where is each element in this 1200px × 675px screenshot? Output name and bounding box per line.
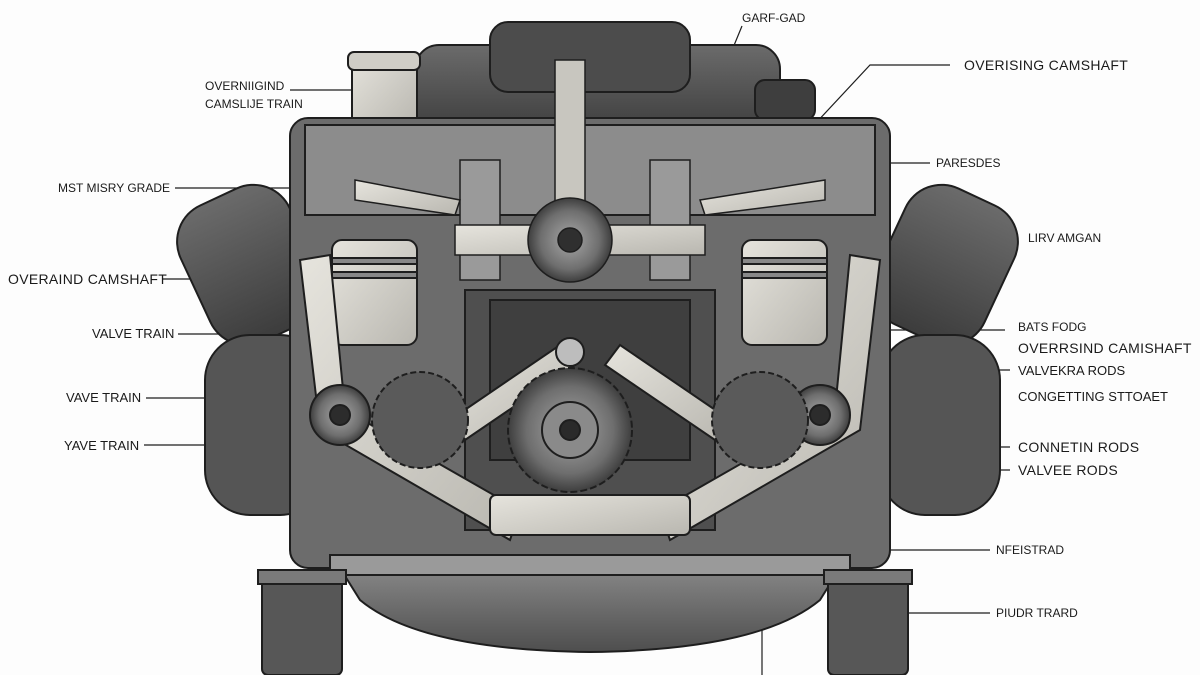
label-top-left-line1: OVERNIIGIND [205,79,285,93]
oil-cap [347,51,421,126]
label-valve-train: VALVE TRAIN [92,326,175,341]
label-bats-fodg: BATS FODG [1018,320,1087,334]
valve-train-top [354,59,826,283]
label-top-left-line2: CAMSLIJE TRAIN [205,97,303,111]
engine-feet [257,569,913,675]
label-overrsind-camishaft: OVERRSIND CAMISHAFT [1018,340,1192,356]
label-piudr-trard: PIUDR TRARD [996,606,1078,620]
label-yave-train: YAVE TRAIN [64,438,140,453]
label-nfeistrad: NFEISTRAD [996,543,1065,557]
pistons [331,239,828,346]
label-valvee-rods: VALVEE RODS [1018,462,1119,478]
label-overaind-camshaft: OVERAIND CAMSHAFT [8,271,168,287]
right-cylinder-bank [871,183,1019,516]
label-top-center: GARF-GAD [742,11,806,25]
label-vave-train: VAVE TRAIN [66,390,142,405]
gears [309,337,851,493]
oil-pan [329,554,851,654]
label-congetting-sttoaet: CONGETTING STTOAET [1018,389,1168,404]
label-lirv-amgan: LIRV AMGAN [1028,231,1102,245]
label-connetin-rods: CONNETIN RODS [1018,439,1140,455]
label-valvekra-rods: VALVEKRA RODS [1018,363,1126,378]
valve-cover [414,21,816,136]
connecting-rods [298,253,882,542]
label-top-right: OVERISING CAMSHAFT [964,57,1129,73]
label-mst-misry-grade: MST MISRY GRADE [58,181,171,195]
label-paresdes: PARESDES [936,156,1001,170]
